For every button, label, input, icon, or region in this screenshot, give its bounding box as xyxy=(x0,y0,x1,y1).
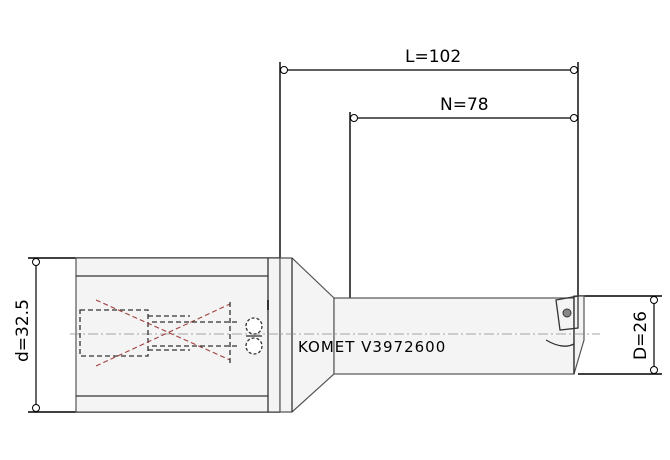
dim-terminator-D-bottom xyxy=(650,366,658,374)
dim-terminator-L-right xyxy=(570,66,578,74)
shank-inner-profile xyxy=(76,275,269,397)
coolant-channels-cross xyxy=(95,299,231,367)
tool-shank xyxy=(75,257,281,413)
dim-terminator-D-top xyxy=(650,296,658,304)
tool-marking: KOMET V3972600 xyxy=(298,338,446,356)
internal-bore-extension xyxy=(148,315,190,351)
neck-length-dimension: N=78 xyxy=(349,95,578,298)
dim-terminator-d-top xyxy=(32,258,40,266)
drill-diameter-label: D=26 xyxy=(631,311,651,360)
dim-terminator-d-bottom xyxy=(32,404,40,412)
internal-bore xyxy=(79,309,149,357)
tool-neck xyxy=(333,297,575,375)
shank-diameter-label: d=32.5 xyxy=(13,299,33,362)
clamping-screw-bottom-icon xyxy=(245,337,263,355)
overall-length-label: L=102 xyxy=(405,47,461,67)
dim-terminator-L-left xyxy=(280,66,288,74)
drill-tip xyxy=(573,295,585,375)
clamping-screw-top-icon xyxy=(245,317,263,335)
neck-length-label: N=78 xyxy=(440,95,489,115)
overall-length-dimension: L=102 xyxy=(279,47,579,340)
dim-terminator-N-left xyxy=(350,114,358,122)
dim-terminator-N-right xyxy=(570,114,578,122)
drill-diameter-dimension: D=26 xyxy=(578,295,662,375)
insert-pocket xyxy=(555,295,579,331)
coolant-passage xyxy=(152,321,240,347)
tool-collar xyxy=(279,257,335,413)
chip-flute-curve xyxy=(545,339,575,347)
insert-screw-icon xyxy=(562,308,572,318)
tool-body xyxy=(70,257,600,413)
